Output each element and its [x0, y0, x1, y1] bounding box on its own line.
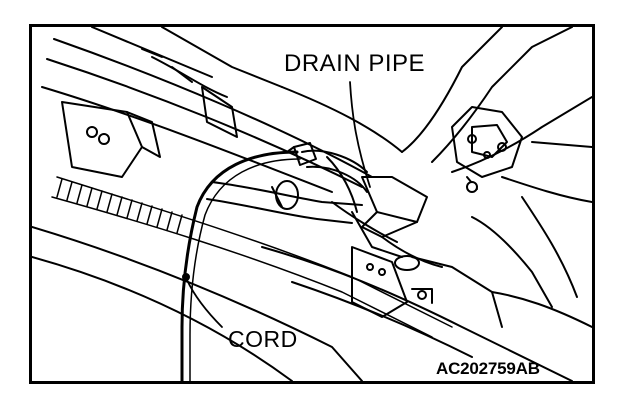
leader-lines	[186, 81, 371, 328]
figure-code: AC202759AB	[436, 359, 540, 378]
upper-ribs	[141, 48, 238, 138]
drain-pipe-illustration	[32, 27, 592, 381]
weatherstrip-hatching	[51, 176, 453, 338]
lower-flange	[32, 196, 592, 381]
rear-panel	[351, 246, 433, 318]
drain-pipe-hose	[206, 149, 443, 271]
cord-wire	[180, 150, 301, 381]
right-bracket	[451, 106, 523, 193]
left-bracket	[61, 101, 161, 178]
cord-label: CORD	[228, 326, 298, 352]
drain-pipe-label: DRAIN PIPE	[284, 50, 426, 77]
diagram-frame: DRAIN PIPE CORD AC202759AB	[29, 24, 595, 384]
